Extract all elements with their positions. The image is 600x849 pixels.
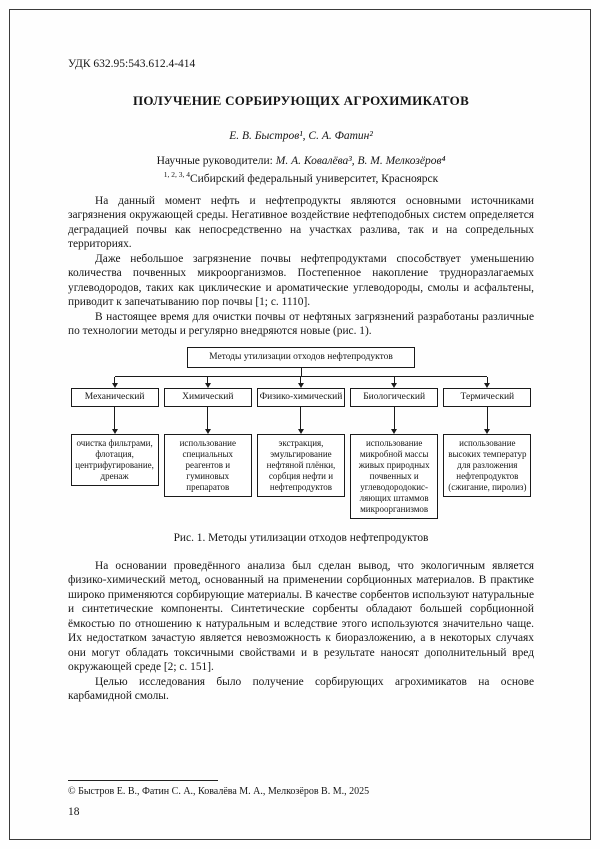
description-box: экстракция, эмульгирование нефтяной плён… — [256, 433, 345, 497]
connector-line — [300, 376, 302, 384]
connector-line — [207, 406, 209, 430]
arrow-down-icon — [391, 428, 398, 434]
udc-code: УДК 632.95:543.612.4-414 — [68, 58, 196, 70]
method-box: Химический — [163, 387, 252, 407]
paragraph-5: Целью исследования было получение сорбир… — [68, 675, 534, 703]
connector-line — [207, 376, 209, 384]
diagram-drop-arrow — [68, 376, 161, 388]
footnote-rule — [68, 780, 218, 781]
arrow-down-icon — [391, 382, 398, 388]
copyright-line: © Быстров Е. В., Фатин С. А., Ковалёва М… — [68, 786, 370, 797]
method-box: Физико-химический — [256, 387, 345, 407]
affiliation-text: Сибирский федеральный университет, Красн… — [189, 172, 439, 185]
page-title: ПОЛУЧЕНИЕ СОРБИРУЮЩИХ АГРОХИМИКАТОВ — [132, 93, 470, 108]
authors-line: Е. В. Быстров¹, С. А. Фатин² — [229, 130, 373, 142]
page-content: УДК 632.95:543.612.4-414 ПОЛУЧЕНИЕ СОРБИ… — [68, 0, 534, 704]
figure-caption: Рис. 1. Методы утилизации отходов нефтеп… — [173, 531, 429, 544]
diagram-column-biological: Биологический использование микробной ма… — [348, 387, 441, 519]
method-box: Механический — [70, 387, 159, 407]
paragraph-3: В настоящее время для очистки почвы от н… — [68, 310, 534, 338]
arrow-down-icon — [204, 382, 211, 388]
affiliation-superscript: 1, 2, 3, 4 — [163, 170, 190, 179]
diagram-vertical-arrow — [348, 406, 441, 434]
diagram-column-physicochemical: Физико-химический экстракция, эмульгиров… — [254, 387, 347, 519]
diagram-stem-line — [300, 367, 302, 376]
arrow-down-icon — [297, 382, 304, 388]
diagram-drop-arrow — [254, 376, 347, 388]
method-box: Биологический — [350, 387, 439, 407]
connector-line — [114, 376, 116, 384]
paragraph-2: Даже небольшое загрязнение почвы нефтепр… — [68, 252, 534, 309]
diagram-column-thermal: Термический использование высоких темпер… — [441, 387, 534, 519]
method-box: Термический — [443, 387, 532, 407]
method-zone: Биологический — [348, 387, 441, 434]
paragraph-1: На данный момент нефть и нефтепродукты я… — [68, 194, 534, 251]
page-number: 18 — [68, 806, 80, 818]
diagram-drop-arrows — [68, 376, 534, 388]
method-zone: Термический — [441, 387, 534, 434]
diagram-drop-arrow — [161, 376, 254, 388]
arrow-down-icon — [484, 428, 491, 434]
connector-line — [486, 406, 488, 430]
connector-line — [486, 376, 488, 384]
supervisors-line: Научные руководители: М. А. Ковалёва³, В… — [68, 155, 534, 167]
supervisors-label: Научные руководители: — [156, 155, 276, 167]
diagram-root-box: Методы утилизации отходов нефтепродуктов — [187, 346, 415, 368]
page-footer: © Быстров Е. В., Фатин С. А., Ковалёва М… — [68, 780, 534, 818]
description-box: использование высоких температур для раз… — [443, 433, 532, 497]
paragraph-4: На основании проведённого анализа был сд… — [68, 559, 534, 674]
figure-1-diagram: Методы утилизации отходов нефтепродуктов… — [68, 346, 534, 519]
method-zone: Химический — [161, 387, 254, 434]
connector-line — [300, 406, 302, 430]
diagram-vertical-arrow — [161, 406, 254, 434]
arrow-down-icon — [111, 382, 118, 388]
method-zone: Механический — [68, 387, 161, 434]
arrow-down-icon — [204, 428, 211, 434]
connector-line — [393, 376, 395, 384]
diagram-horizontal-connector — [114, 375, 488, 377]
diagram-drop-arrow — [441, 376, 534, 388]
diagram-column-mechanical: Механический очистка фильтрами, флотация… — [68, 387, 161, 519]
affiliation-line: 1, 2, 3, 4Сибирский федеральный универси… — [68, 170, 534, 185]
diagram-columns: Механический очистка фильтрами, флотация… — [68, 387, 534, 519]
arrow-down-icon — [484, 382, 491, 388]
diagram-vertical-arrow — [441, 406, 534, 434]
page-border — [9, 9, 591, 840]
description-box: очистка фильтрами, флотация, центрифугир… — [70, 433, 159, 486]
diagram-drop-arrow — [348, 376, 441, 388]
supervisors-names: М. А. Ковалёва³, В. М. Мелкозёров⁴ — [275, 155, 446, 167]
diagram-vertical-arrow — [68, 406, 161, 434]
diagram-column-chemical: Химический использование специальных реа… — [161, 387, 254, 519]
arrow-down-icon — [111, 428, 118, 434]
description-box: использование микробной массы живых прир… — [350, 433, 439, 519]
connector-line — [393, 406, 395, 430]
connector-line — [114, 406, 116, 430]
description-box: использование специальных реагентов и гу… — [163, 433, 252, 497]
method-zone: Физико-химический — [254, 387, 347, 434]
diagram-vertical-arrow — [254, 406, 347, 434]
arrow-down-icon — [297, 428, 304, 434]
